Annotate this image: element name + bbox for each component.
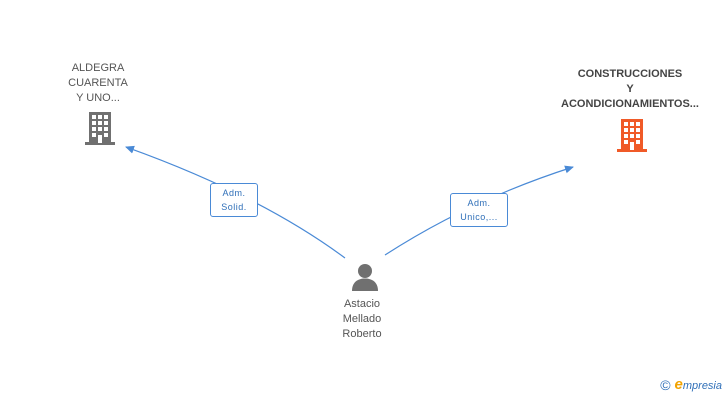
- company-left-label[interactable]: ALDEGRA CUARENTA Y UNO...: [60, 61, 136, 106]
- person-label[interactable]: Astacio Mellado Roberto: [322, 297, 402, 342]
- brand-logo-initial: e: [674, 376, 683, 393]
- building-icon[interactable]: [616, 117, 648, 153]
- relation-badge-left[interactable]: Adm. Solid.: [210, 183, 258, 217]
- empresia-watermark[interactable]: © empresia: [660, 376, 722, 393]
- relation-badge-right-line-1: Adm.: [467, 198, 491, 208]
- brand-logo-text: mpresia: [682, 380, 722, 392]
- company-right-label-line-3: ACONDICIONAMIENTOS...: [561, 98, 699, 110]
- relation-badge-left-line-2: Solid.: [221, 202, 247, 212]
- person-label-line-3: Roberto: [342, 328, 382, 340]
- person-label-line-2: Mellado: [342, 313, 382, 325]
- building-icon[interactable]: [84, 110, 116, 146]
- relation-badge-right-line-2: Unico,...: [460, 212, 498, 222]
- company-left-label-line-3: Y UNO...: [76, 92, 120, 104]
- company-right-label-line-1: CONSTRUCCIONES: [577, 68, 683, 80]
- person-icon[interactable]: [350, 262, 380, 292]
- brand-logo: empresia: [675, 376, 722, 393]
- company-left-label-line-2: CUARENTA: [68, 77, 128, 89]
- company-right-label-line-2: Y: [626, 83, 634, 95]
- person-label-line-1: Astacio: [343, 298, 381, 310]
- company-right-label[interactable]: CONSTRUCCIONES Y ACONDICIONAMIENTOS...: [545, 67, 715, 112]
- copyright-icon: ©: [660, 376, 671, 393]
- relation-badge-left-line-1: Adm.: [222, 188, 246, 198]
- company-left-label-line-1: ALDEGRA: [71, 62, 125, 74]
- relation-badge-right[interactable]: Adm. Unico,...: [450, 193, 508, 227]
